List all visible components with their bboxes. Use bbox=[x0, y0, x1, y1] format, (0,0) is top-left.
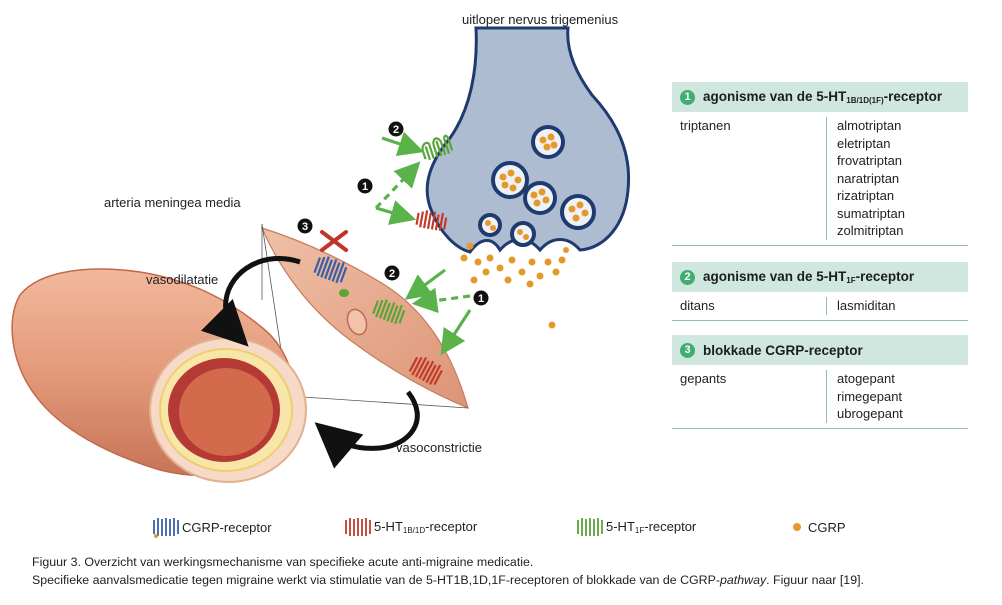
arrow-1-muscle-solid bbox=[440, 309, 472, 356]
marker-3-muscle: 3 bbox=[302, 221, 308, 233]
table-header: 3 blokkade CGRP-receptor bbox=[672, 335, 968, 365]
nerve-terminal bbox=[425, 26, 631, 254]
block-cross bbox=[320, 230, 348, 252]
table-gepants: 3 blokkade CGRP-receptor gepants atogepa… bbox=[672, 335, 968, 429]
drug-class: triptanen bbox=[672, 117, 827, 240]
drug-item: rizatriptan bbox=[837, 188, 895, 203]
label-nerve: uitloper nervus trigemenius bbox=[462, 12, 619, 27]
legend-cgrp: CGRP bbox=[790, 516, 846, 538]
table-title: agonisme van de 5-HT1F-receptor bbox=[703, 269, 915, 285]
table-ditans: 2 agonisme van de 5-HT1F-receptor ditans… bbox=[672, 262, 968, 321]
drug-item: ubrogepant bbox=[837, 406, 903, 421]
table-body: ditans lasmiditan bbox=[672, 292, 968, 321]
mechanism-diagram: 2 1 3 2 1 bbox=[11, 26, 631, 483]
caption-line-1: Figuur 3. Overzicht van werkingsmechanis… bbox=[32, 555, 534, 569]
vasodilation-arrow bbox=[200, 255, 301, 347]
legend-ht1bd-receptor: 5-HT1B/1D-receptor bbox=[344, 516, 477, 538]
marker-2-muscle: 2 bbox=[389, 268, 395, 280]
drug-list: atogepant rimegepant ubrogepant bbox=[827, 370, 903, 423]
marker-2-nerve: 2 bbox=[393, 124, 399, 136]
drug-class: gepants bbox=[672, 370, 827, 423]
drug-item: lasmiditan bbox=[837, 298, 896, 313]
drug-item: eletriptan bbox=[837, 135, 891, 151]
drug-item: almotriptan bbox=[837, 118, 902, 133]
ht1bd-receptor-muscle bbox=[408, 356, 443, 386]
arrow-2-muscle bbox=[404, 268, 446, 300]
table-title: blokkade CGRP-receptor bbox=[703, 342, 863, 358]
table-header: 2 agonisme van de 5-HT1F-receptor bbox=[672, 262, 968, 292]
drug-item: zolmitriptan bbox=[837, 223, 904, 238]
cgrp-dot-icon bbox=[793, 523, 801, 531]
cgrp-ligand-blocked bbox=[339, 289, 349, 297]
ht1f-receptor-muscle bbox=[372, 299, 406, 325]
marker-1-nerve: 1 bbox=[362, 181, 368, 193]
vasoconstriction-arrow bbox=[314, 390, 420, 469]
vesicle-cgrp bbox=[485, 133, 589, 240]
cgrp-receptor-muscle bbox=[313, 256, 348, 284]
ht1bd-receptor-icon bbox=[345, 518, 371, 536]
table-body: triptanen almotriptan eletriptan frovatr… bbox=[672, 112, 968, 246]
ht1f-receptor-icon bbox=[577, 518, 603, 536]
drug-item: frovatriptan bbox=[837, 153, 903, 168]
legend-cgrp-receptor: CGRP-receptor bbox=[152, 516, 272, 538]
drug-class: ditans bbox=[672, 297, 827, 315]
released-cgrp bbox=[460, 242, 569, 329]
drug-item: naratriptan bbox=[837, 170, 900, 186]
legend-ht1f-receptor: 5-HT1F-receptor bbox=[576, 516, 696, 538]
legend-label: CGRP-receptor bbox=[182, 519, 272, 535]
badge-number: 3 bbox=[680, 342, 695, 358]
caption-line-2: Specifieke aanvalsmedicatie tegen migrai… bbox=[32, 573, 864, 587]
arrow-1-muscle-dashed bbox=[411, 287, 471, 314]
table-triptans: 1 agonisme van de 5-HT1B/1D(1F)-receptor… bbox=[672, 82, 968, 246]
ht1bd-receptor-nerve bbox=[415, 210, 448, 232]
marker-1-muscle: 1 bbox=[478, 293, 484, 305]
legend-label: CGRP bbox=[808, 519, 846, 535]
drug-item: atogepant bbox=[837, 371, 895, 386]
badge-number: 1 bbox=[680, 89, 695, 105]
table-title: agonisme van de 5-HT1B/1D(1F)-receptor bbox=[703, 89, 943, 105]
table-header: 1 agonisme van de 5-HT1B/1D(1F)-receptor bbox=[672, 82, 968, 112]
legend-label: 5-HT1B/1D-receptor bbox=[374, 519, 478, 535]
label-vasodilation: vasodilatatie bbox=[146, 272, 219, 287]
arrow-2-nerve bbox=[381, 131, 425, 157]
table-body: gepants atogepant rimegepant ubrogepant bbox=[672, 365, 968, 429]
label-artery: arteria meningea media bbox=[104, 195, 241, 210]
arrow-1-nerve-solid bbox=[375, 200, 417, 225]
badge-number: 2 bbox=[680, 269, 695, 285]
label-vasoconstriction: vasoconstrictie bbox=[396, 440, 482, 455]
cell-nucleus bbox=[346, 308, 368, 336]
drug-item: rimegepant bbox=[837, 388, 903, 404]
drug-list: lasmiditan bbox=[827, 297, 896, 315]
drug-list: almotriptan eletriptan frovatriptan nara… bbox=[827, 117, 905, 240]
vessel-lumen bbox=[179, 368, 273, 456]
drug-item: sumatriptan bbox=[837, 205, 905, 221]
legend-label: 5-HT1F-receptor bbox=[606, 519, 697, 535]
arrow-1-nerve-dashed bbox=[374, 161, 421, 210]
cgrp-receptor-icon bbox=[153, 518, 179, 538]
